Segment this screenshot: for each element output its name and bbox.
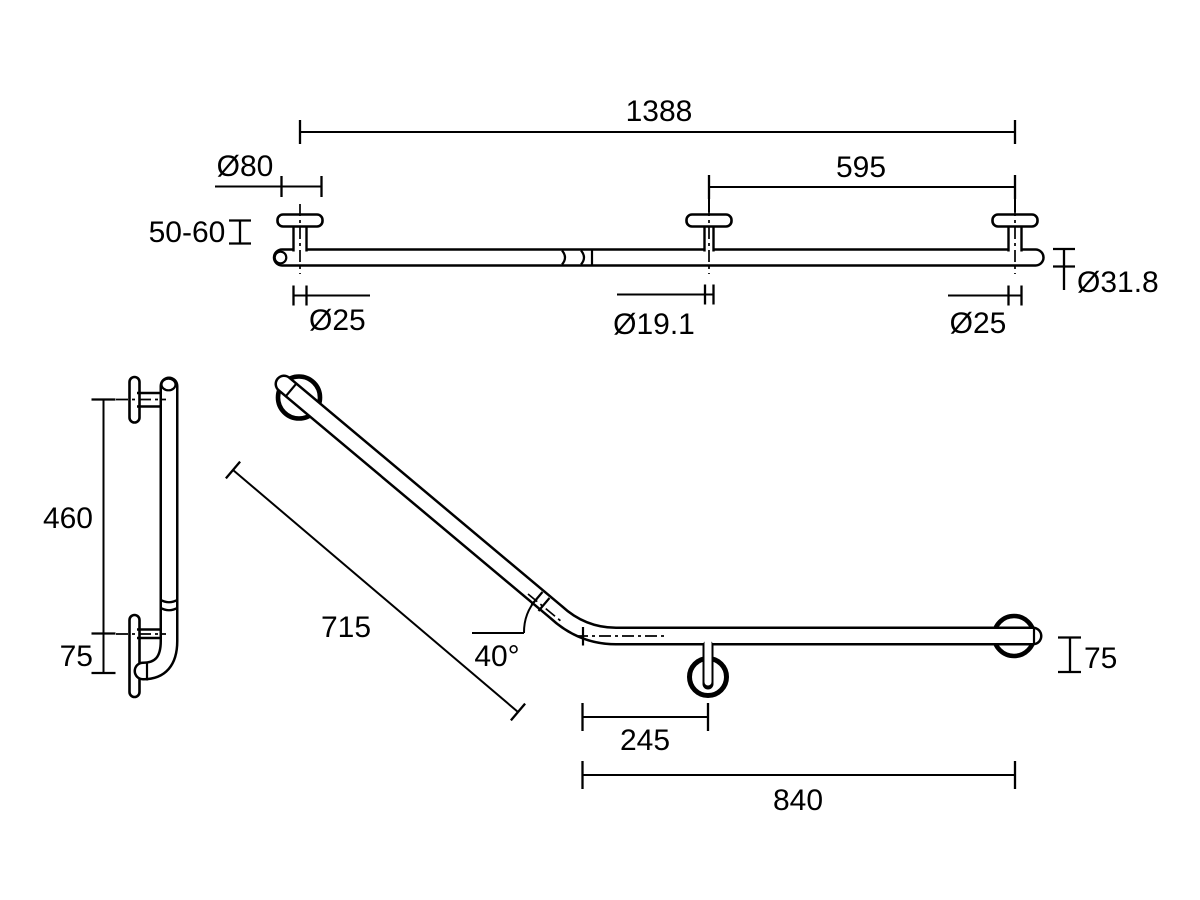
- rail-joint-arc: [561, 249, 567, 266]
- dim-label-tube-diameter: Ø31.8: [1077, 266, 1159, 299]
- dim-bend-angle: 40°: [472, 597, 538, 673]
- top-view: 1388 595 Ø80 50-60: [149, 95, 1159, 341]
- dim-flange-diameter: Ø80: [215, 150, 323, 197]
- dim-tube-diameter: Ø31.8: [1053, 247, 1159, 299]
- dim-horizontal-length: 840: [581, 761, 1017, 817]
- plan-bracket-middle: [685, 204, 733, 274]
- dim-label-right-post-diameter: Ø25: [950, 307, 1007, 340]
- dim-left-post-diameter: Ø25: [292, 285, 370, 337]
- dim-label-angled-length: 715: [321, 611, 371, 644]
- dim-bracket-offset: 245: [581, 703, 710, 757]
- dim-angled-length: 715: [225, 460, 526, 722]
- dim-label-left-post-diameter: Ø25: [309, 304, 366, 337]
- side-view: 460 75: [43, 375, 179, 699]
- side-bracket-stem-bottom: [137, 628, 162, 640]
- dim-label-wall-clearance: 50-60: [149, 216, 226, 249]
- dim-label-flange-diameter: Ø80: [217, 150, 274, 183]
- front-view: 40° 715 245 840 75: [225, 374, 1117, 817]
- plan-bracket-right: [991, 204, 1039, 274]
- dim-right-bracket-spacing: 595: [707, 151, 1017, 212]
- rail-joint-arc: [580, 249, 586, 266]
- side-rail-tube: [133, 376, 179, 681]
- dim-label-middle-post-diameter: Ø19.1: [613, 308, 695, 341]
- dim-middle-post-diameter: Ø19.1: [613, 284, 715, 341]
- dim-end-drop: 75: [1058, 636, 1117, 675]
- tube-end-seam-top: [284, 382, 298, 398]
- dim-label-bracket-offset: 245: [620, 724, 670, 757]
- side-bracket-stem-top: [137, 391, 162, 408]
- dim-label-bottom-offset: 75: [60, 640, 93, 673]
- dim-side-heights: 460 75: [43, 398, 116, 675]
- front-centerline-angled: [527, 593, 563, 623]
- rail-end-cap: [273, 250, 288, 265]
- dim-label-bend-angle: 40°: [474, 640, 519, 673]
- dim-right-post-diameter: Ø25: [948, 285, 1023, 340]
- dim-wall-clearance: 50-60: [149, 216, 251, 249]
- dim-label-right-bracket-spacing: 595: [836, 151, 886, 184]
- plan-rail-tube: [272, 248, 1045, 267]
- tube-end-cap: [160, 377, 177, 392]
- dim-label-bracket-spacing: 460: [43, 502, 93, 535]
- front-rail-tube: [274, 374, 1043, 646]
- dim-label-horizontal-length: 840: [773, 784, 823, 817]
- dim-label-end-drop: 75: [1084, 642, 1117, 675]
- dim-overall-length: 1388: [298, 95, 1017, 144]
- dim-label-overall-length: 1388: [626, 95, 693, 128]
- front-flange-top-left: [275, 374, 323, 421]
- side-wall-plate-bottom: [128, 613, 141, 699]
- tube-joint-sleeve: [159, 598, 179, 612]
- plan-bracket-left: [276, 204, 324, 274]
